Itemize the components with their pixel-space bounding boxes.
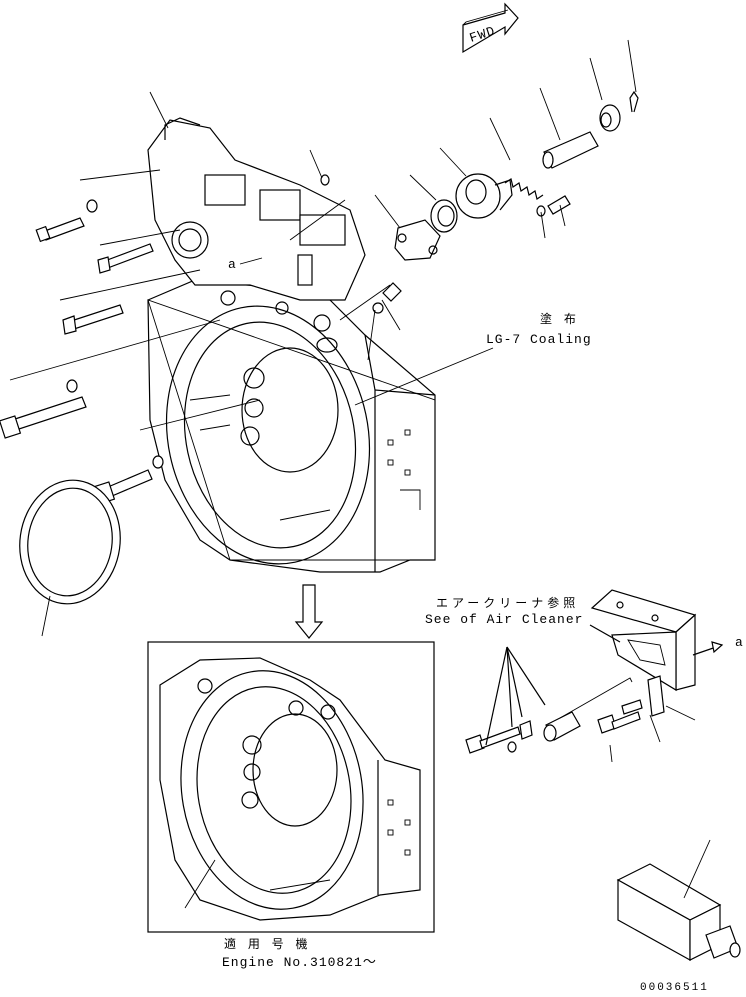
later-engine-box xyxy=(147,641,435,933)
air-cleaner-jp: エアークリーナ参照 xyxy=(436,595,579,610)
fwd-arrow: FWD xyxy=(462,2,519,54)
bushing xyxy=(599,104,621,132)
drawing-number: 00036511 xyxy=(640,982,709,994)
bracket-leaders xyxy=(485,624,724,763)
air-cleaner-en: See of Air Cleaner xyxy=(425,612,583,627)
seal-ring xyxy=(19,479,121,637)
bolt-set-left xyxy=(0,199,164,505)
down-arrow xyxy=(294,584,324,639)
extension-fitting xyxy=(616,839,741,962)
shaft-housing xyxy=(455,173,513,219)
small-fasteners xyxy=(320,174,571,314)
ref-a-top: a xyxy=(228,257,237,272)
coating-note-en: LG-7 Coaling xyxy=(486,332,592,347)
serial-note-jp: 適 用 号 機 xyxy=(224,936,311,951)
gear-housing xyxy=(147,117,366,353)
leader-lines xyxy=(9,39,637,431)
cover-plate xyxy=(394,219,441,261)
spring xyxy=(504,178,544,200)
shaft xyxy=(542,131,599,169)
coating-note-jp: 塗 布 xyxy=(540,311,580,326)
idler-gear xyxy=(430,199,458,233)
cotter-pin xyxy=(629,90,639,113)
serial-note-en: Engine No.310821～ xyxy=(222,955,377,970)
flywheel-housing xyxy=(147,279,436,573)
ref-a-right: a xyxy=(735,635,744,650)
